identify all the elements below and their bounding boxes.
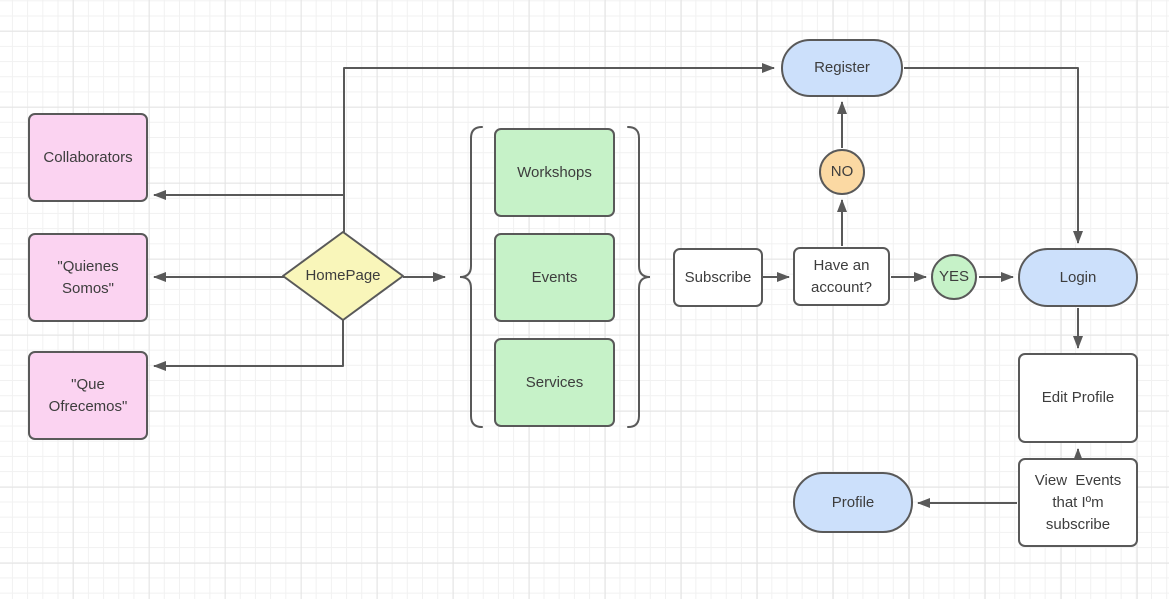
node-login[interactable]: Login <box>1018 248 1138 307</box>
node-no[interactable]: NO <box>819 149 865 195</box>
node-collaborators-label: Collaborators <box>43 148 133 166</box>
node-collaborators[interactable]: Collaborators <box>28 113 148 202</box>
node-no-label: NO <box>830 163 854 180</box>
node-profile-label: Profile <box>831 493 875 511</box>
node-view-events-label: View Events that Iºm subscribe <box>1034 471 1122 533</box>
connector-homepage-que-ofrecemos <box>153 320 344 371</box>
node-edit-profile-label: Edit Profile <box>1041 389 1115 406</box>
node-login-label: Login <box>1059 268 1097 286</box>
node-workshops-label: Workshops <box>517 163 592 181</box>
homepage-diamond[interactable] <box>282 231 404 321</box>
connector-register-login <box>904 67 1083 244</box>
node-services-label: Services <box>525 373 584 391</box>
node-workshops[interactable]: Workshops <box>494 128 615 217</box>
node-quienes-somos-label: "Quienes Somos" <box>57 257 119 297</box>
left-brace[interactable] <box>459 126 483 428</box>
node-subscribe-label: Subscribe <box>684 268 752 286</box>
right-brace[interactable] <box>627 126 651 428</box>
node-events[interactable]: Events <box>494 233 615 322</box>
node-services[interactable]: Services <box>494 338 615 427</box>
node-register-label: Register <box>814 59 870 76</box>
node-events-label: Events <box>531 268 578 286</box>
node-view-events[interactable]: View Events that Iºm subscribe <box>1018 458 1138 547</box>
node-quienes-somos[interactable]: "Quienes Somos" <box>28 233 148 322</box>
node-subscribe[interactable]: Subscribe <box>673 248 763 307</box>
node-yes[interactable]: YES <box>931 254 977 300</box>
node-homepage-label: HomePage <box>305 267 381 284</box>
node-have-account[interactable]: Have an account? <box>793 247 890 306</box>
node-homepage[interactable]: HomePage <box>283 232 403 320</box>
node-que-ofrecemos-label: "Que Ofrecemos" <box>48 375 128 415</box>
node-edit-profile[interactable]: Edit Profile <box>1018 353 1138 443</box>
node-yes-label: YES <box>938 268 969 285</box>
node-que-ofrecemos[interactable]: "Que Ofrecemos" <box>28 351 148 440</box>
node-have-account-label: Have an account? <box>811 256 872 296</box>
connector-homepage-register <box>343 63 775 232</box>
node-register[interactable]: Register <box>781 39 903 97</box>
node-profile[interactable]: Profile <box>793 472 913 533</box>
